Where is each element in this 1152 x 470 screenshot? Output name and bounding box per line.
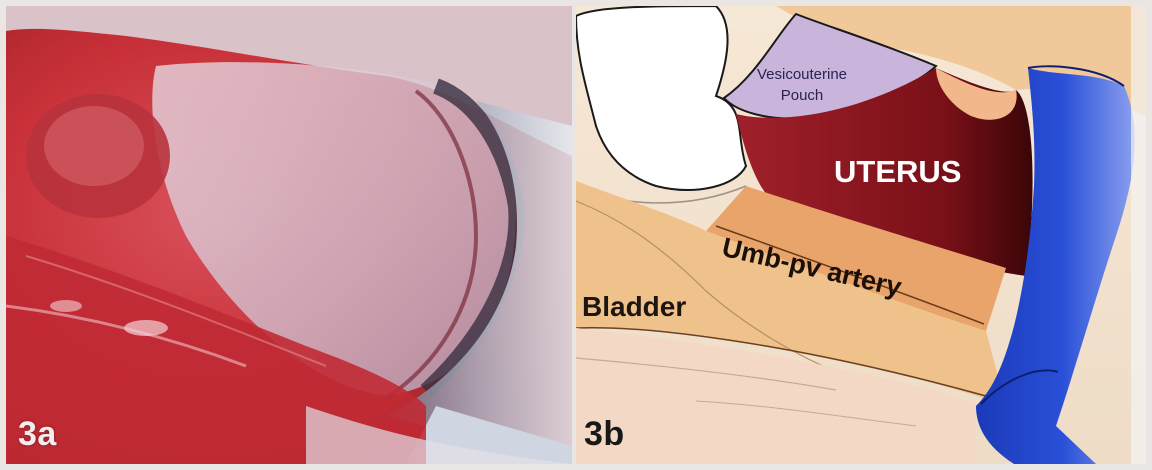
surgical-photo [6,6,572,464]
vesicouterine-pouch-label: Vesicouterine Pouch [752,64,852,106]
uterus-label: UTERUS [834,154,961,190]
pouch-label-line1: Vesicouterine [757,66,847,83]
anatomy-diagram [576,6,1146,464]
bladder-label: Bladder [582,291,686,323]
anatomy-diagram-panel: Vesicouterine Pouch UTERUS Umb-pv artery… [576,6,1146,464]
surgical-photo-panel: 3a [6,6,572,464]
pouch-label-line2: Pouch [781,87,824,104]
panel-label-3b: 3b [584,415,625,454]
panel-label-3a: 3a [18,415,57,454]
